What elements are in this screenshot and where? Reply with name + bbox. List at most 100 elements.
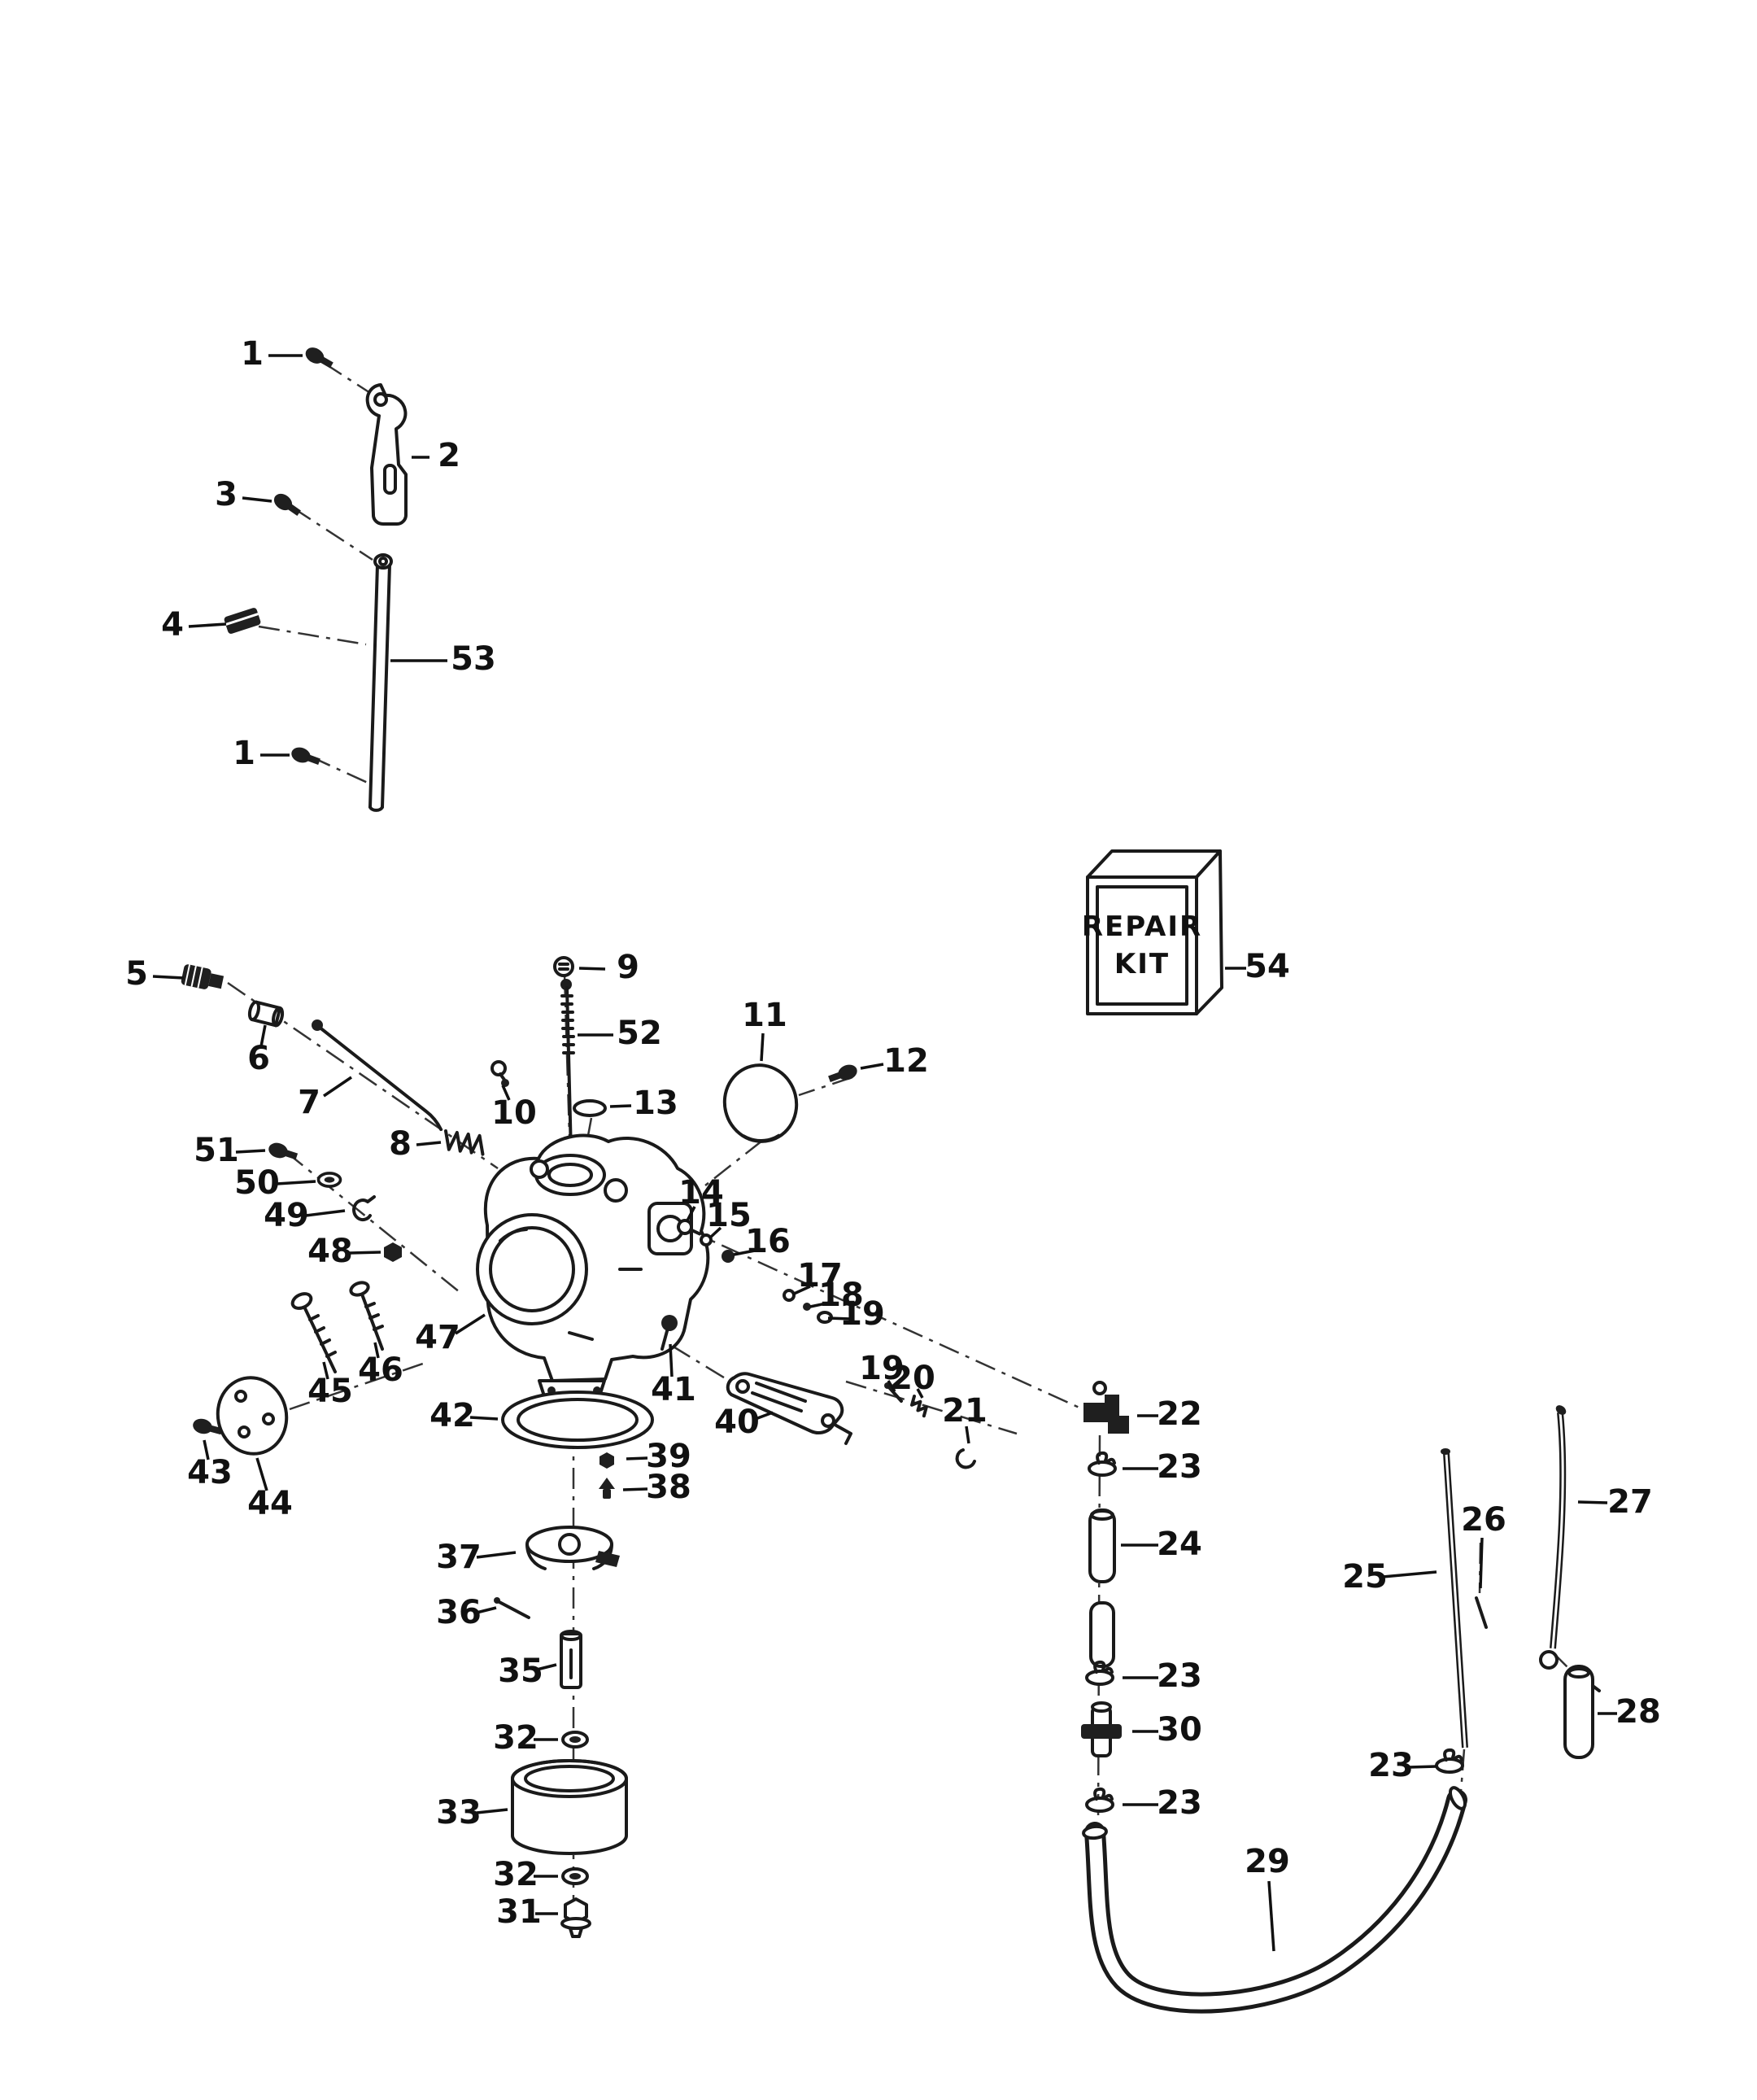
part-9-screw bbox=[553, 956, 574, 977]
callout-leader-43 bbox=[203, 1439, 210, 1460]
callout-12: 12 bbox=[883, 1042, 929, 1080]
assembly-rods bbox=[1441, 1405, 1601, 1759]
callout-leader-29 bbox=[1267, 1880, 1275, 1952]
callout-leader-49 bbox=[305, 1209, 346, 1217]
callout-32: 32 bbox=[493, 1856, 538, 1893]
callout-38: 38 bbox=[646, 1469, 691, 1506]
callout-23: 23 bbox=[1157, 1784, 1202, 1822]
callout-37: 37 bbox=[436, 1539, 482, 1576]
part-51-screw bbox=[266, 1140, 299, 1164]
callout-51: 51 bbox=[194, 1132, 239, 1169]
callout-8: 8 bbox=[389, 1125, 412, 1163]
callout-31: 31 bbox=[496, 1893, 542, 1931]
callout-leader-12 bbox=[860, 1063, 884, 1070]
callout-leader-35 bbox=[536, 1663, 557, 1671]
part-48-nut bbox=[384, 1242, 402, 1262]
part-37-float bbox=[525, 1526, 620, 1570]
callout-21: 21 bbox=[942, 1392, 987, 1430]
callout-9: 9 bbox=[617, 949, 639, 986]
callout-leader-7 bbox=[323, 1076, 352, 1098]
part-4-clip bbox=[224, 608, 261, 634]
callout-4: 4 bbox=[161, 606, 184, 644]
callout-leader-4 bbox=[188, 622, 227, 628]
callout-50: 50 bbox=[234, 1164, 280, 1202]
callout-26: 26 bbox=[1461, 1501, 1506, 1539]
part-41-nut-pin bbox=[661, 1315, 678, 1351]
part-40-lever bbox=[726, 1372, 852, 1445]
callout-40: 40 bbox=[714, 1404, 760, 1441]
callout-30: 30 bbox=[1157, 1711, 1202, 1749]
part-3-screw bbox=[271, 490, 303, 520]
callout-22: 22 bbox=[1157, 1395, 1202, 1433]
part-29-hose bbox=[1082, 1786, 1467, 2014]
callout-53: 53 bbox=[451, 640, 496, 678]
callout-1: 1 bbox=[233, 735, 255, 772]
callout-leader-33 bbox=[476, 1808, 508, 1814]
part-53-link-rod bbox=[368, 553, 393, 812]
part-18-pin bbox=[803, 1303, 811, 1311]
part-22-elbow-fitting bbox=[1083, 1381, 1129, 1434]
part-42-gasket bbox=[501, 1391, 654, 1449]
part-33-bowl bbox=[511, 1759, 628, 1855]
part-47-carburetor-body bbox=[476, 1133, 710, 1403]
part-24-tube bbox=[1088, 1508, 1116, 1668]
callout-17: 17 bbox=[797, 1257, 843, 1294]
assembly-center-lines bbox=[227, 361, 1571, 1904]
part-32-washer-upper bbox=[561, 1731, 589, 1749]
part-17-washer bbox=[783, 1289, 796, 1302]
callout-leader-46 bbox=[373, 1342, 380, 1359]
callout-13: 13 bbox=[633, 1085, 678, 1122]
part-2-bracket bbox=[365, 383, 408, 526]
callout-42: 42 bbox=[429, 1397, 475, 1434]
callout-leader-41 bbox=[669, 1343, 674, 1377]
callout-14: 14 bbox=[678, 1174, 724, 1212]
callout-10: 10 bbox=[491, 1094, 537, 1132]
callout-45: 45 bbox=[307, 1373, 353, 1410]
callout-leader-6 bbox=[259, 1024, 267, 1047]
callout-24: 24 bbox=[1157, 1526, 1202, 1563]
callout-52: 52 bbox=[617, 1015, 662, 1052]
callout-23: 23 bbox=[1157, 1657, 1202, 1695]
part-38-valve bbox=[599, 1478, 615, 1499]
callout-leader-21 bbox=[965, 1425, 970, 1444]
callout-leader-17 bbox=[791, 1285, 811, 1296]
part-13-disc bbox=[573, 1099, 607, 1117]
callout-35: 35 bbox=[498, 1652, 543, 1690]
callout-6: 6 bbox=[247, 1040, 270, 1077]
callout-leader-25 bbox=[1382, 1570, 1437, 1578]
part-8-spring bbox=[444, 1129, 485, 1156]
callout-leader-16 bbox=[733, 1249, 756, 1256]
part-26-pin bbox=[1475, 1596, 1488, 1629]
part-10-fitting bbox=[490, 1060, 509, 1087]
callout-46: 46 bbox=[358, 1351, 403, 1389]
callout-43: 43 bbox=[187, 1454, 233, 1491]
repair-kit-label-line2: KIT bbox=[1114, 948, 1170, 980]
callout-5: 5 bbox=[125, 955, 148, 993]
part-27-rod bbox=[1539, 1405, 1567, 1670]
part-21-clip bbox=[955, 1448, 976, 1469]
callout-leader-20 bbox=[916, 1388, 924, 1399]
part-15-washer bbox=[700, 1233, 713, 1246]
part-35-tube bbox=[560, 1630, 582, 1689]
callout-leader-14 bbox=[685, 1206, 696, 1223]
callout-leader-23 bbox=[1408, 1765, 1437, 1769]
callout-leader-51 bbox=[235, 1149, 266, 1154]
callout-36: 36 bbox=[436, 1594, 482, 1631]
part-46-screw bbox=[349, 1281, 384, 1351]
callout-leader-27 bbox=[1577, 1500, 1608, 1504]
callout-leader-5 bbox=[152, 975, 185, 980]
part-36-pin bbox=[494, 1597, 530, 1619]
callout-leader-8 bbox=[416, 1141, 442, 1146]
callout-25: 25 bbox=[1342, 1558, 1388, 1596]
callout-leader-19 bbox=[827, 1316, 852, 1321]
part-20-spring bbox=[910, 1395, 928, 1418]
callout-leader-45 bbox=[322, 1361, 329, 1380]
callout-29: 29 bbox=[1245, 1843, 1290, 1880]
callout-47: 47 bbox=[415, 1319, 460, 1356]
callout-32: 32 bbox=[493, 1719, 538, 1757]
callout-44: 44 bbox=[247, 1485, 293, 1522]
callout-27: 27 bbox=[1607, 1483, 1653, 1521]
callout-19: 19 bbox=[839, 1295, 885, 1333]
callout-leader-40 bbox=[752, 1411, 774, 1421]
callout-leader-11 bbox=[760, 1033, 765, 1062]
